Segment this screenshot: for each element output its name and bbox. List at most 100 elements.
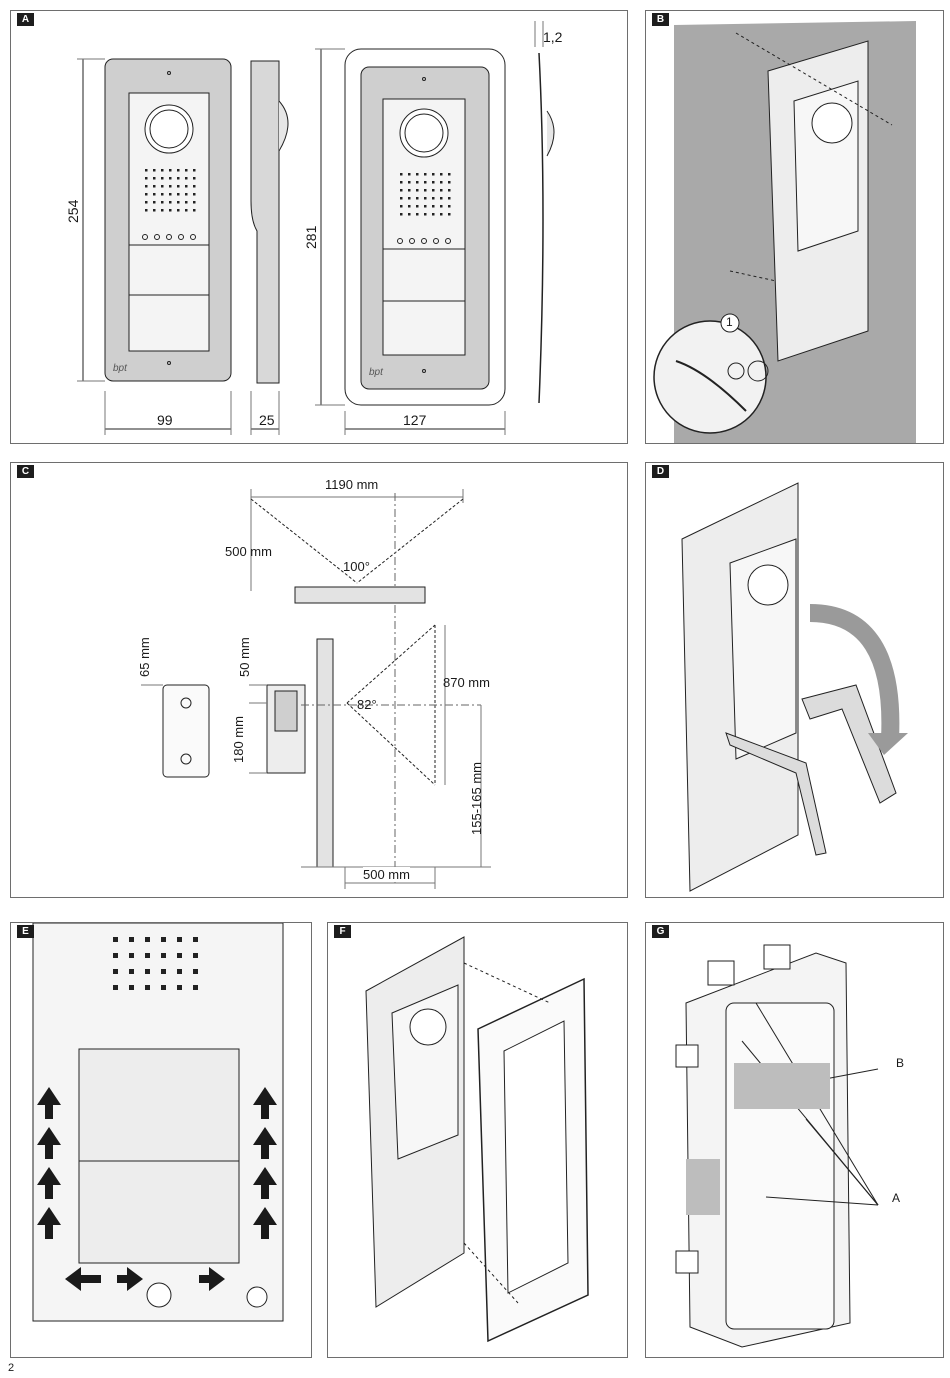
panel-e-drawing [32,923,284,1322]
grille-hole [177,177,180,180]
grille-hole [185,177,188,180]
grille-hole [432,205,435,208]
speaker-grille [145,169,196,212]
grille-hole [169,209,172,212]
grille-hole [161,193,164,196]
grille-hole [432,197,435,200]
grille-hole [161,169,164,172]
led-dot [397,238,403,244]
grille-hole [432,181,435,184]
grille-hole [161,209,164,212]
grille-hole [153,169,156,172]
led-dot [190,234,196,240]
panel-badge-d: D [652,465,669,478]
grille-hole [161,201,164,204]
grille-hole [113,953,118,958]
grille-hole [153,193,156,196]
grille-hole [153,209,156,212]
grille-hole [113,969,118,974]
panel-badge-e: E [17,925,34,938]
hinged-bracket [725,732,827,856]
led-dot [166,234,172,240]
button-module-top [78,1048,240,1162]
dim-depth: 25 [259,412,275,428]
grille-hole [416,189,419,192]
brand-logo-front: bpt [113,363,127,374]
grille-hole [153,177,156,180]
led-dot [409,238,415,244]
grille-hole [448,181,451,184]
grille-hole [440,181,443,184]
grille-hole [193,201,196,204]
grille-hole [193,985,198,990]
grille-hole [416,213,419,216]
grille-hole [440,213,443,216]
panel-f: F [327,922,628,1358]
grille-hole [448,197,451,200]
direction-arrows [37,1087,277,1291]
panel-d-drawing [681,482,908,892]
dim-cam-height: 180 mm [231,716,246,763]
grille-hole [145,201,148,204]
dim-width-frame: 127 [403,412,427,428]
grille-hole [193,193,196,196]
grille-hole [177,953,182,958]
led-dot [421,238,427,244]
grille-hole [193,937,198,942]
panel-c: C [10,462,628,898]
grille-hole [424,189,427,192]
detail-magnifier [653,320,767,434]
grille-hole [432,173,435,176]
dim-cam-top: 50 mm [237,637,252,677]
grille-hole [440,197,443,200]
grille-hole [432,213,435,216]
grille-hole [145,985,150,990]
grille-hole [408,197,411,200]
led-dot [154,234,160,240]
panel-g-drawing [675,944,879,1348]
angle-side: 82° [357,697,377,712]
grille-hole [161,969,166,974]
grille-hole [193,209,196,212]
grille-hole [145,969,150,974]
panel-g: G B A [645,922,944,1358]
grille-hole [193,969,198,974]
grille-hole [145,953,150,958]
panel-f-drawing [365,936,589,1343]
grille-hole [408,173,411,176]
grille-hole [177,185,180,188]
led-dot [445,238,451,244]
grille-hole [169,177,172,180]
brand-logo-frame: bpt [369,367,383,378]
grille-hole [129,985,134,990]
grille-hole [161,937,166,942]
callout-b: B [896,1056,905,1070]
grille-hole [169,169,172,172]
grille-hole [400,197,403,200]
grille-hole [161,185,164,188]
grille-hole [185,209,188,212]
grille-hole [129,953,134,958]
panel-e: E [10,922,312,1358]
grille-hole [432,189,435,192]
panel-badge-c: C [17,465,34,478]
grille-hole [185,185,188,188]
step-marker-label: 1 [726,315,733,329]
grille-hole [161,177,164,180]
led-dot [178,234,184,240]
grille-hole [153,201,156,204]
grille-hole [424,205,427,208]
grille-hole [177,193,180,196]
angle-top: 100° [343,559,370,574]
grille-hole [185,169,188,172]
grille-hole [400,189,403,192]
dim-width-front: 99 [157,412,173,428]
led-dot [433,238,439,244]
grille-hole [145,937,150,942]
panel-b: B 1 [645,10,944,444]
grille-hole [193,953,198,958]
panel-b-drawing [653,21,916,443]
grille-hole [129,969,134,974]
grille-hole [153,185,156,188]
wall-section-top [294,586,426,604]
